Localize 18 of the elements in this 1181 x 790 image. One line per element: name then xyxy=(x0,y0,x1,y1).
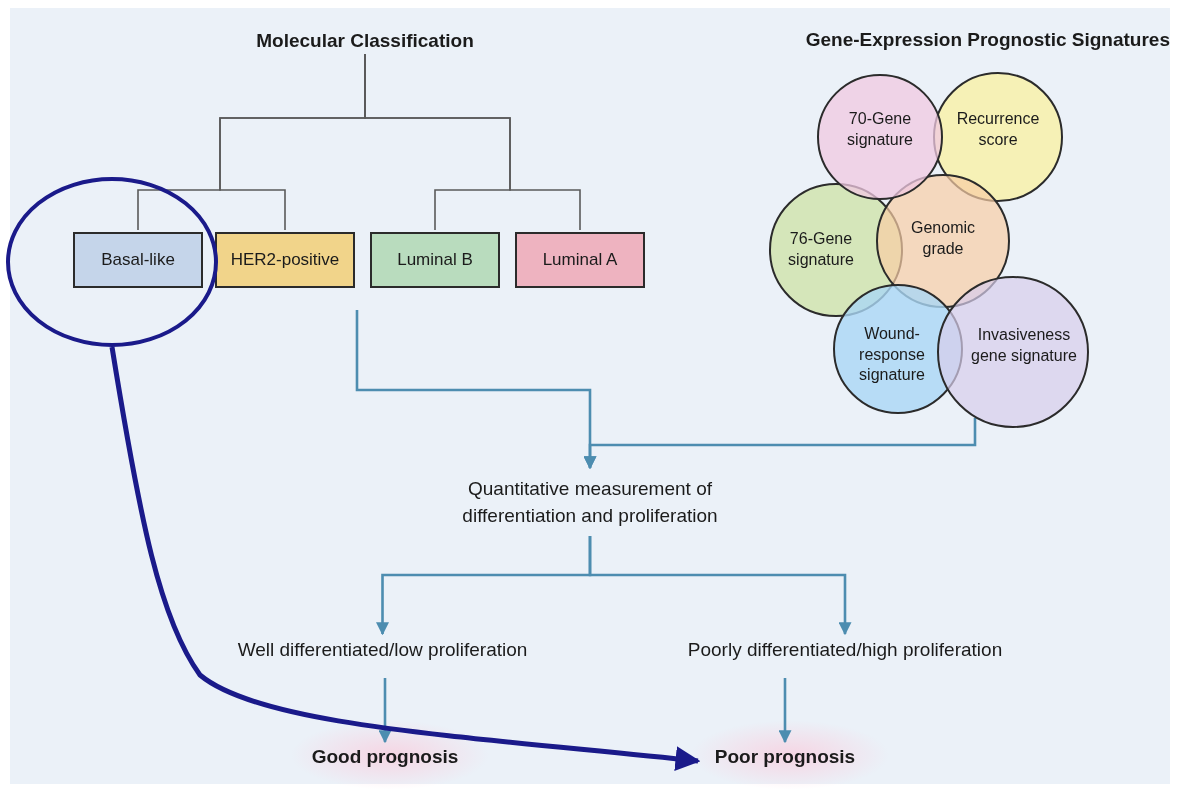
arrow xyxy=(583,417,977,470)
outcome-text: Good prognosis xyxy=(300,744,470,770)
heading: Molecular Classification xyxy=(255,28,475,54)
process-text: Poorly differentiated/high proliferation xyxy=(650,636,1040,664)
tree-connector xyxy=(364,53,581,231)
subtype-box: Luminal B xyxy=(370,232,500,288)
arrow xyxy=(588,536,852,636)
subtype-box: Luminal A xyxy=(515,232,645,288)
heading: Gene-Expression Prognostic Signatures xyxy=(805,29,1170,51)
subtype-box: HER2-positive xyxy=(215,232,355,288)
subtype-box: Basal-like xyxy=(73,232,203,288)
arrow xyxy=(378,678,392,744)
process-text: Quantitative measurement of differentiation and proliferation xyxy=(420,470,760,536)
outcome-text: Poor prognosis xyxy=(700,744,870,770)
highlight-ellipse xyxy=(6,177,218,347)
process-text: Well differentiated/low proliferation xyxy=(195,636,570,664)
arrow xyxy=(778,678,792,744)
arrow xyxy=(109,346,701,772)
